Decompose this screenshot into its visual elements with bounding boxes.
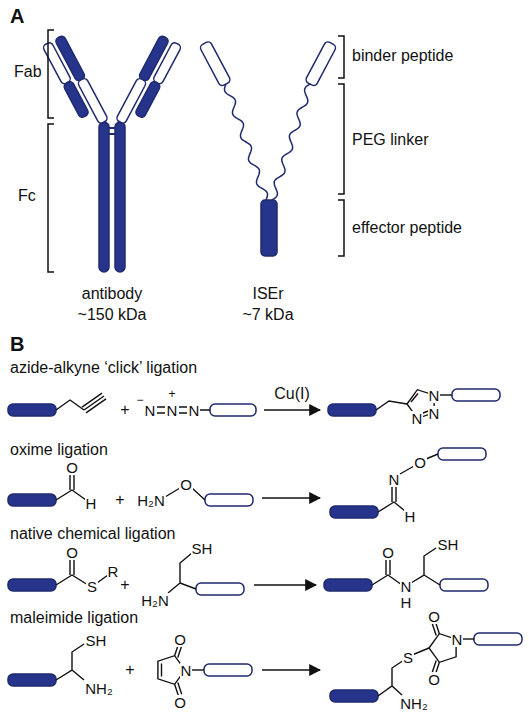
molecule-mass: ~7 kDa [242, 307, 293, 323]
molecule-name: ISEr [252, 286, 283, 302]
atom-label: N [451, 632, 464, 647]
atom-label: N [428, 406, 441, 421]
part-label: effector peptide [352, 220, 462, 236]
region-label: Fc [18, 188, 36, 204]
atom-label: O [427, 672, 441, 687]
reaction-title: native chemical ligation [10, 526, 175, 542]
plus-sign: + [120, 577, 129, 593]
atom-label: SH [85, 633, 108, 648]
peg-linker [272, 84, 310, 200]
atom-label: N [400, 579, 413, 594]
antibody-figure [42, 35, 182, 272]
atom-label: N [428, 388, 441, 403]
atom-label: N [388, 472, 401, 487]
part-label: binder peptide [352, 48, 453, 64]
atom-label: H [400, 595, 413, 610]
plus-sign: + [115, 492, 124, 508]
peg-linker [224, 84, 267, 200]
atom-label: H₂N [140, 593, 170, 608]
atom-label: N [411, 411, 424, 426]
region-label: Fab [14, 64, 42, 80]
atom-label: N [188, 403, 201, 418]
atom-label: H [85, 496, 98, 511]
reaction-title: maleimide ligation [10, 610, 138, 626]
part-label: PEG linker [352, 132, 428, 148]
atom-label: SH [191, 541, 214, 556]
atom-label: N [144, 403, 157, 418]
atom-label: O [65, 460, 79, 475]
atom-label: O [179, 477, 193, 492]
atom-label: O [173, 695, 187, 710]
atom-label: O [173, 632, 187, 647]
reaction-title: azide-alkyne ‘click’ ligation [10, 360, 197, 376]
atom-label: O [413, 455, 427, 470]
atom-label: NH₂ [399, 696, 429, 711]
plus-sign: + [120, 402, 129, 418]
chemical-bond [56, 390, 474, 696]
plus-sign: + [125, 662, 134, 678]
atom-label: S [402, 650, 414, 665]
atom-label: O [65, 545, 79, 560]
reaction-title: oxime ligation [10, 442, 108, 458]
panel-letter: B [10, 334, 24, 354]
reaction-arrow [254, 410, 320, 670]
atom-label: H [404, 509, 417, 524]
atom-label: NH₂ [84, 681, 114, 696]
bracket [48, 30, 344, 272]
iser-figure [199, 41, 337, 256]
molecule-name: antibody [82, 286, 143, 302]
charge: − [136, 394, 143, 406]
atom-label: H₂N [136, 493, 166, 508]
charge: + [168, 388, 175, 400]
atom-label: O [381, 545, 395, 560]
atom-label: N [180, 663, 193, 678]
molecule-mass: ~150 kDa [78, 307, 147, 323]
panel-letter: A [10, 6, 24, 26]
atom-label: O [427, 609, 441, 624]
atom-label: R [107, 564, 120, 579]
atom-label: N [166, 403, 179, 418]
atom-label: SH [437, 537, 460, 552]
atom-label: S [86, 579, 98, 594]
peptide-block [8, 389, 522, 702]
catalyst-label: Cu(I) [274, 386, 310, 402]
